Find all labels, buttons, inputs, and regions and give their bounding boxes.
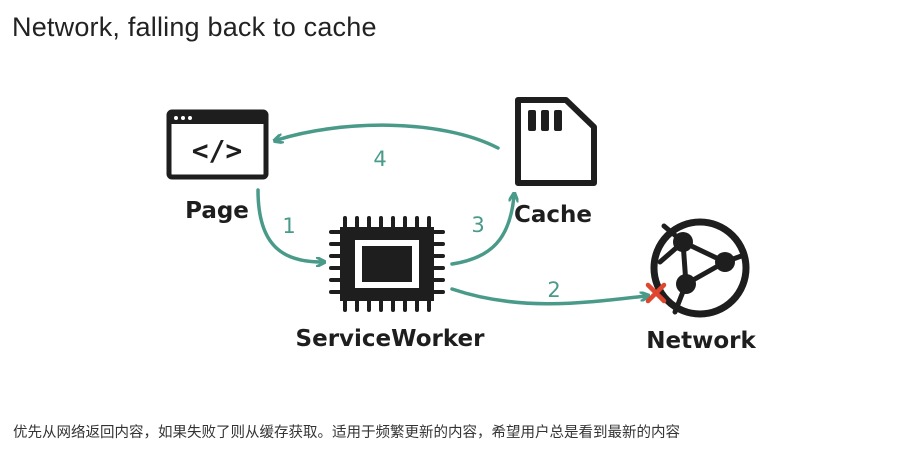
step-2-label: 2	[547, 278, 560, 302]
fail-x-icon	[645, 282, 667, 304]
cache-label: Cache	[514, 202, 592, 228]
sd-card-icon	[515, 97, 597, 186]
network-globe-icon	[650, 218, 750, 318]
network-label: Network	[646, 328, 756, 354]
service-worker-label: ServiceWorker	[296, 326, 486, 352]
cpu-chip-icon	[329, 216, 445, 312]
arrow-serviceworker-to-network	[450, 287, 646, 306]
arrow-cache-to-page	[277, 123, 500, 150]
slide-title: Network, falling back to cache	[12, 12, 377, 42]
arrow-page-to-serviceworker	[256, 188, 322, 262]
arrow-serviceworker-to-cache	[450, 196, 514, 266]
step-3-label: 3	[471, 213, 484, 237]
page-label: Page	[185, 198, 249, 224]
page-icon: </>	[166, 109, 269, 180]
page-icon-code-text: </>	[192, 134, 243, 167]
step-4-label: 4	[373, 147, 386, 171]
step-1-label: 1	[282, 214, 295, 238]
strategy-description: 优先从网络返回内容，如果失败了则从缓存获取。适用于频繁更新的内容，希望用户总是看…	[13, 425, 680, 441]
strategy-diagram: </> Page Cache ServiceWorker	[166, 97, 756, 354]
